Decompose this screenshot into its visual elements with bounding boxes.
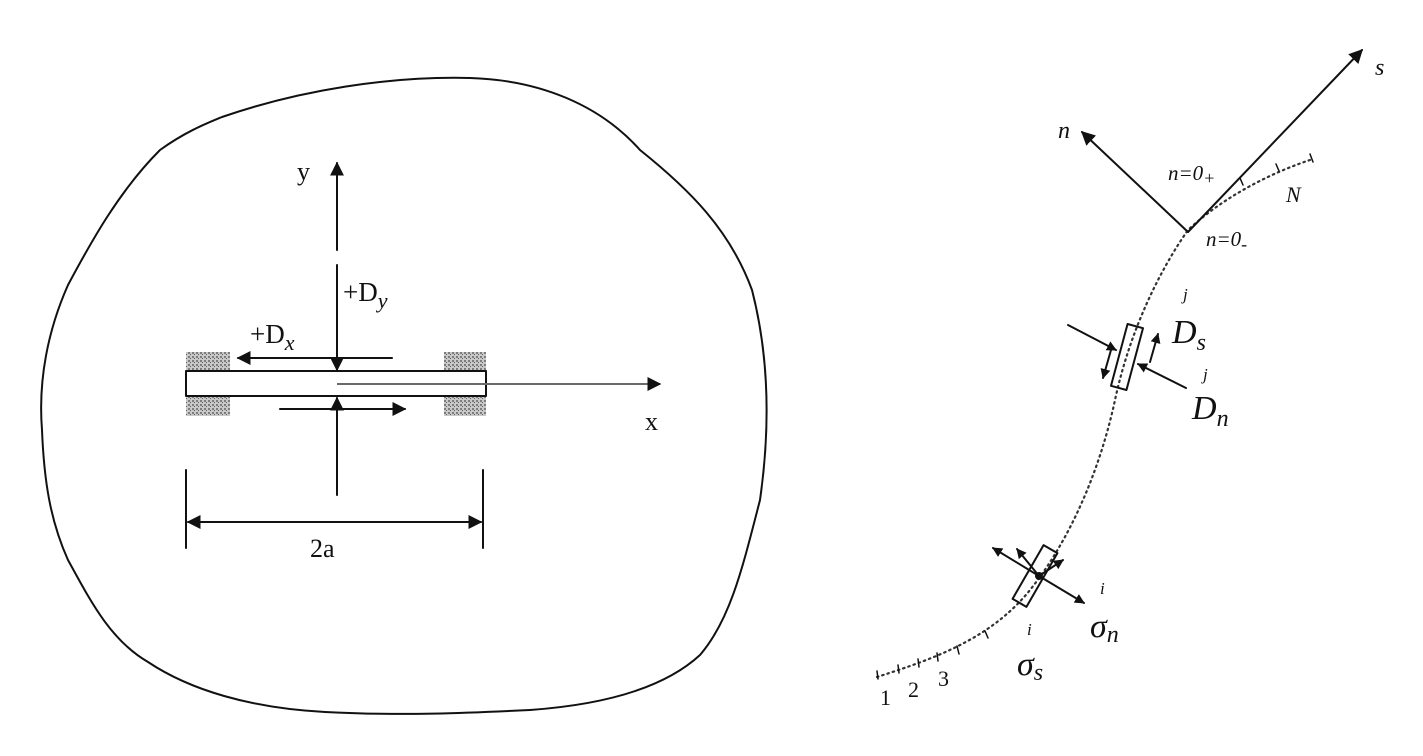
- n-axis-label: n: [1058, 118, 1070, 144]
- element-j: [1067, 323, 1187, 391]
- elem-i-sup-sn: i: [1100, 579, 1105, 598]
- node-ticks: [876, 153, 1314, 680]
- s-axis-arrow: [1187, 48, 1363, 233]
- n-minus-label: n=0-: [1206, 227, 1247, 254]
- boundary-curve: [875, 158, 1312, 679]
- elem-i-sup-ss: i: [1027, 620, 1032, 639]
- infinite-body-boundary: [40, 76, 768, 715]
- s-axis-label: s: [1375, 55, 1384, 81]
- width-label: 2a: [310, 534, 335, 563]
- left-panel: y +Dy +Dx x 2a: [40, 76, 768, 715]
- dy-label: +Dy: [343, 277, 388, 313]
- elem-j-sup-ds: j: [1181, 285, 1188, 304]
- hatched-block-bottom-left: [186, 397, 230, 416]
- element-i: [992, 544, 1085, 608]
- x-axis-label: x: [645, 407, 658, 436]
- hatched-block-top-right: [444, 352, 486, 370]
- right-panel: 1 2 3 N s n n=0+ n=0- j Ds j Dn: [875, 48, 1384, 710]
- y-axis-label: y: [297, 157, 310, 186]
- node-label-3: 3: [938, 666, 949, 691]
- sigma-n-label: σn: [1090, 608, 1119, 648]
- dx-label: +Dx: [250, 319, 295, 355]
- node-label-1: 1: [880, 685, 891, 710]
- node-label-2: 2: [908, 677, 919, 702]
- elem-j-sup-dn: j: [1201, 365, 1208, 384]
- ds-label: Ds: [1171, 314, 1206, 356]
- sigma-s-label: σs: [1017, 646, 1043, 686]
- hatched-block-top-left: [186, 352, 230, 370]
- hatched-block-bottom-right: [444, 397, 486, 416]
- n-plus-label: n=0+: [1168, 161, 1215, 188]
- dn-label: Dn: [1191, 390, 1229, 432]
- n-axis-arrow: [1080, 131, 1189, 233]
- end-label-n: N: [1285, 182, 1302, 207]
